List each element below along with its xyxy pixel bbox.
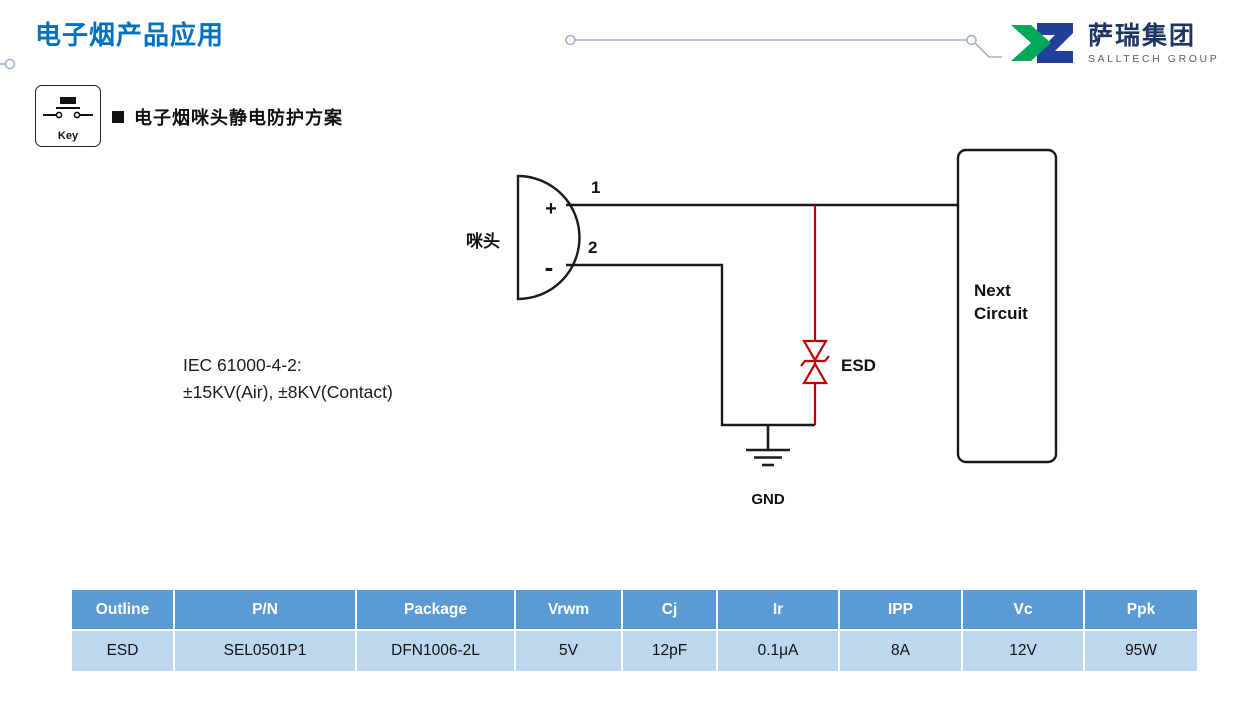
next-circuit-label-line1: Next	[974, 281, 1011, 300]
next-circuit-label-line2: Circuit	[974, 304, 1028, 323]
section-heading-text: 电子烟咪头静电防护方案	[134, 108, 343, 128]
decor-connector	[0, 34, 1002, 70]
cell-outline: ESD	[70, 629, 175, 673]
cell-vc: 12V	[961, 629, 1085, 673]
company-logo: 萨瑞集团 SALLTECH GROUP	[1006, 10, 1236, 76]
company-name: 萨瑞集团	[1088, 21, 1197, 50]
spec-table: Outline P/N Package Vrwm Cj Ir IPP Vc Pp…	[70, 588, 1199, 673]
ground-symbol	[746, 425, 790, 467]
col-header-vc: Vc	[961, 588, 1085, 631]
mic-minus-label: -	[545, 252, 554, 282]
col-header-ir: Ir	[716, 588, 840, 631]
iec-note: IEC 61000-4-2: ±15KV(Air), ±8KV(Contact)	[183, 352, 393, 406]
mic-symbol: 咪头 + -	[466, 174, 581, 301]
cell-ir: 0.1μA	[716, 629, 840, 673]
col-header-pn: P/N	[173, 588, 357, 631]
mic-label: 咪头	[466, 231, 500, 251]
cell-ipp: 8A	[838, 629, 963, 673]
esd-diode	[800, 205, 830, 425]
page-title: 电子烟产品应用	[35, 20, 225, 50]
section-heading: 电子烟咪头静电防护方案	[112, 104, 343, 130]
table-row: ESD SEL0501P1 DFN1006-2L 5V 12pF 0.1μA 8…	[70, 629, 1199, 673]
key-badge-label: Key	[57, 130, 79, 142]
wires	[566, 203, 958, 427]
company-logo-icon	[1011, 23, 1073, 63]
next-circuit-box: Next Circuit	[956, 148, 1058, 464]
bullet-square-icon	[112, 111, 124, 123]
col-header-outline: Outline	[70, 588, 175, 631]
col-header-cj: Cj	[621, 588, 718, 631]
mic-plus-label: +	[545, 198, 557, 220]
cell-package: DFN1006-2L	[355, 629, 516, 673]
col-header-ipp: IPP	[838, 588, 963, 631]
pin1-label: 1	[591, 178, 600, 197]
pin2-label: 2	[588, 238, 597, 257]
iec-note-line1: IEC 61000-4-2:	[183, 355, 302, 375]
col-header-ppk: Ppk	[1083, 588, 1199, 631]
cell-pn: SEL0501P1	[173, 629, 357, 673]
cell-ppk: 95W	[1083, 629, 1199, 673]
spec-table-header-row: Outline P/N Package Vrwm Cj Ir IPP Vc Pp…	[70, 588, 1199, 631]
company-logo-text: 萨瑞集团 SALLTECH GROUP	[1088, 22, 1219, 65]
gnd-label: GND	[751, 491, 785, 508]
cell-cj: 12pF	[621, 629, 718, 673]
esd-label: ESD	[841, 356, 876, 375]
col-header-vrwm: Vrwm	[514, 588, 623, 631]
iec-note-line2: ±15KV(Air), ±8KV(Contact)	[183, 382, 393, 402]
wire-pin2	[566, 263, 815, 427]
key-badge: Key	[35, 85, 101, 147]
col-header-package: Package	[355, 588, 516, 631]
company-name-en: SALLTECH GROUP	[1088, 52, 1220, 65]
key-switch-icon	[43, 97, 93, 119]
cell-vrwm: 5V	[514, 629, 623, 673]
